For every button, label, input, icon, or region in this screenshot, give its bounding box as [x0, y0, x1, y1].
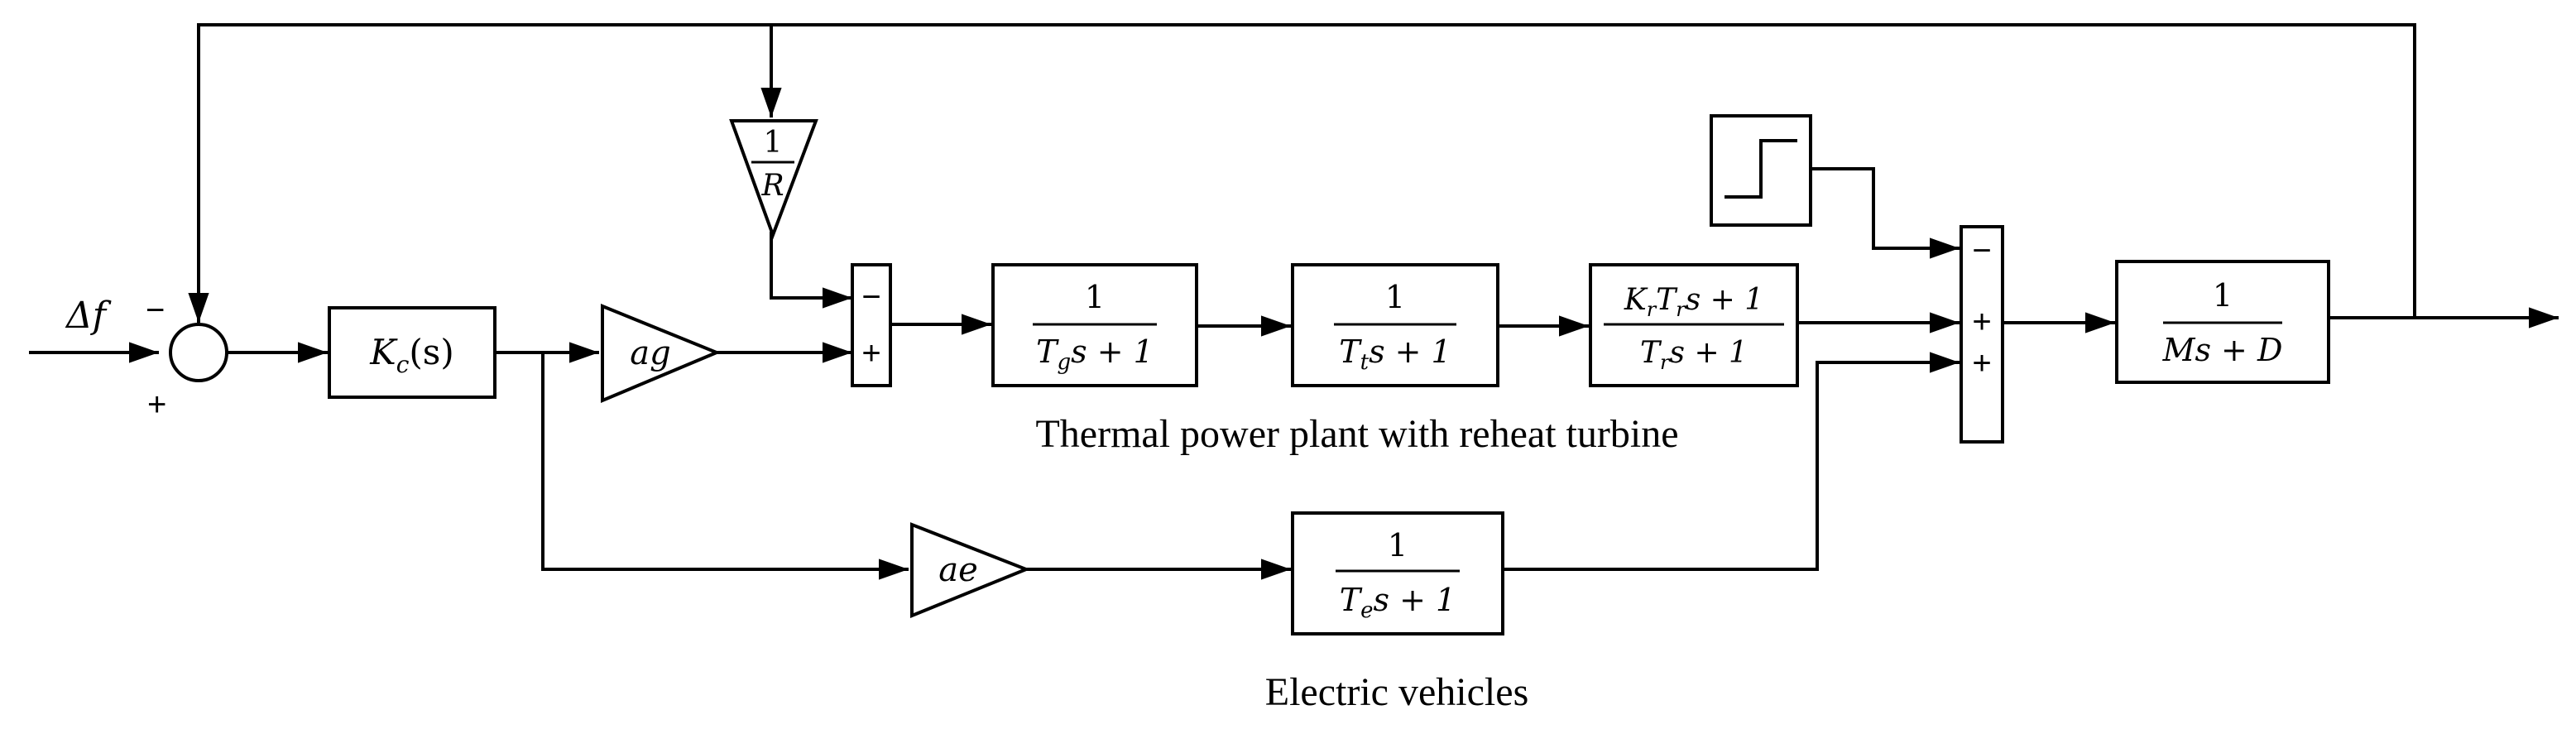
turbine-block: 1 Tts + 1	[1291, 263, 1499, 387]
reheat-denominator: Trs + 1	[1640, 336, 1748, 374]
droop-block: 1 R	[729, 119, 818, 240]
gain-ae-block: ae	[910, 522, 1031, 618]
controller-block: Kc(s)	[328, 306, 496, 399]
controller-to-ae-line	[541, 353, 909, 580]
load-summer-plus-1: +	[1972, 304, 1991, 340]
summing-junction	[169, 323, 228, 382]
signal-lines	[29, 23, 2559, 580]
reheat-numerator: KrTrs + 1	[1624, 283, 1763, 321]
step-input-block	[1710, 114, 1812, 227]
droop-denominator: R	[760, 169, 784, 203]
governor-summer: − +	[851, 263, 892, 387]
ev-caption: Electric vehicles	[1265, 670, 1529, 714]
governor-block: 1 Tgs + 1	[991, 263, 1198, 387]
turbine-denominator: Tts + 1	[1339, 333, 1451, 375]
thermal-plant-caption: Thermal power plant with reheat turbine	[1035, 412, 1678, 456]
governor-summer-minus: −	[861, 279, 880, 315]
turbine-numerator: 1	[1385, 279, 1405, 315]
governor-summer-plus: +	[861, 335, 880, 372]
system-numerator: 1	[2213, 277, 2233, 314]
controller-label: Kc(s)	[369, 332, 453, 378]
load-summer-plus-2: +	[1972, 345, 1991, 381]
load-summer-minus: −	[1972, 233, 1991, 269]
governor-denominator: Tgs + 1	[1036, 333, 1154, 375]
system-denominator: Ms + D	[2162, 332, 2283, 368]
ev-to-sum-line	[1503, 352, 1960, 571]
ev-block: 1 Tes + 1	[1291, 511, 1504, 635]
input-label: Δf	[65, 295, 112, 337]
governor-numerator: 1	[1085, 279, 1105, 315]
system-block: 1 Ms + D	[2115, 260, 2330, 384]
ev-numerator: 1	[1388, 527, 1408, 564]
gain-ag-block: ag	[601, 304, 722, 404]
droop-to-sum-line	[770, 232, 852, 309]
droop-numerator: 1	[764, 126, 783, 160]
step-to-sum-line	[1811, 167, 1960, 259]
load-summer: − + +	[1960, 225, 2004, 444]
ev-denominator: Tes + 1	[1340, 582, 1456, 623]
reheat-block: KrTrs + 1 Trs + 1	[1589, 263, 1799, 387]
summer-plus-sign: +	[147, 386, 166, 423]
gain-ae-label: ae	[938, 551, 978, 589]
step-icon	[1725, 139, 1797, 199]
summer-minus-sign: −	[146, 292, 165, 329]
gain-ag-label: ag	[630, 334, 670, 372]
feedback-line	[188, 23, 2416, 323]
